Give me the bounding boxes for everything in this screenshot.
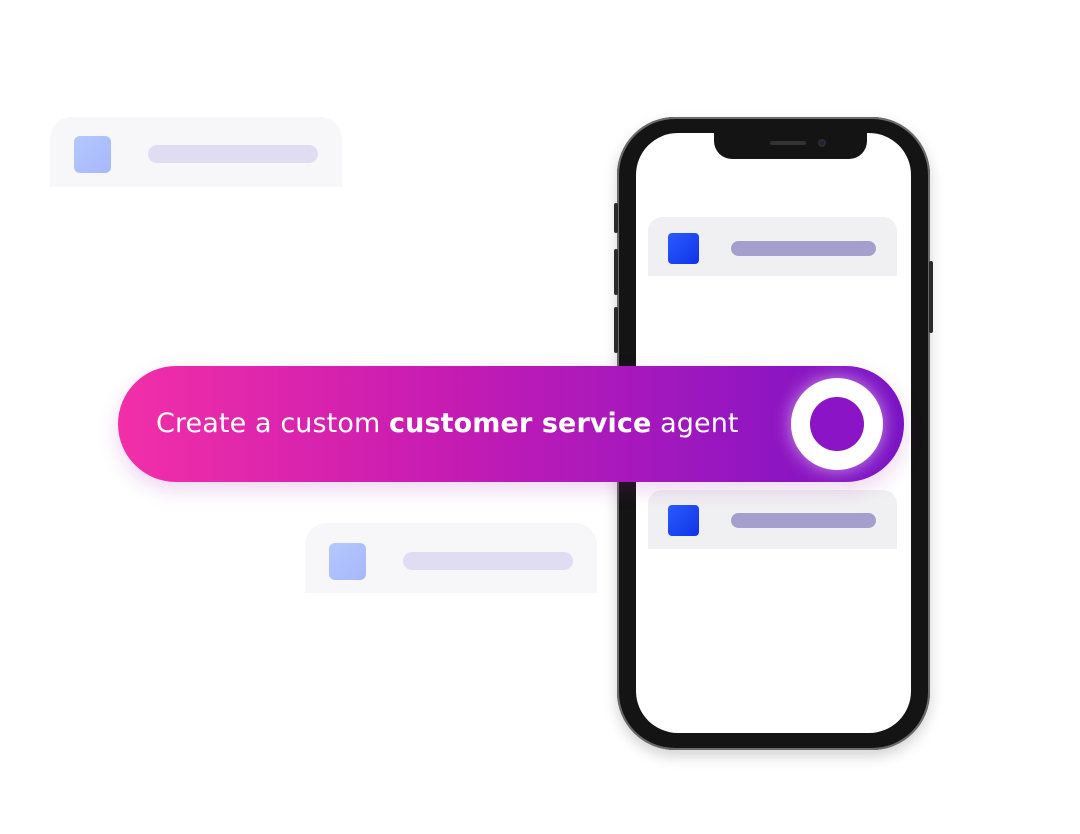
phone-mockup xyxy=(614,117,933,750)
ghost-card-bottom xyxy=(305,523,597,593)
ghost-card-top-left xyxy=(50,117,342,187)
phone-list-item-thumbnail xyxy=(668,233,699,264)
phone-list-item[interactable] xyxy=(648,490,897,549)
camera-icon xyxy=(818,139,826,147)
prompt-banner[interactable]: Create a custom customer service agent xyxy=(118,366,904,482)
record-circle-icon xyxy=(810,397,864,451)
phone-list-item-text-placeholder xyxy=(731,513,876,528)
ghost-card-text-placeholder xyxy=(403,552,573,570)
phone-side-button xyxy=(614,249,618,295)
ghost-card-thumbnail xyxy=(329,543,366,580)
phone-screen xyxy=(636,133,911,733)
prompt-text-end: agent xyxy=(651,408,739,439)
prompt-text: Create a custom customer service agent xyxy=(156,366,739,482)
phone-list-item[interactable] xyxy=(648,217,897,276)
phone-list-item-text-placeholder xyxy=(731,241,876,256)
prompt-text-highlight: customer service xyxy=(389,408,652,439)
speaker-grille xyxy=(770,141,806,145)
ghost-card-thumbnail xyxy=(74,136,111,173)
ghost-card-text-placeholder xyxy=(148,145,318,163)
phone-side-button xyxy=(929,261,933,333)
phone-notch xyxy=(714,133,867,159)
record-button[interactable] xyxy=(791,378,883,470)
phone-side-button xyxy=(614,203,618,233)
phone-side-button xyxy=(614,307,618,353)
phone-list-item-thumbnail xyxy=(668,505,699,536)
prompt-text-start: Create a custom xyxy=(156,408,390,439)
